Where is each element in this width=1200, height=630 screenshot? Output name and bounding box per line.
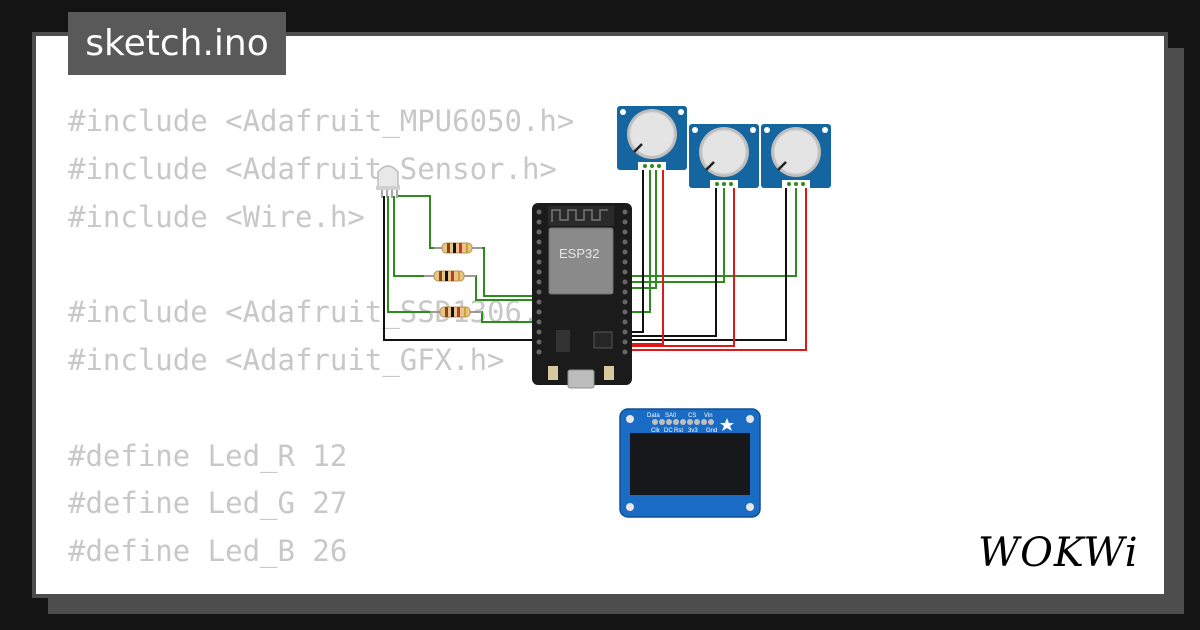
wire-black[interactable]: [630, 186, 717, 337]
wire-green[interactable]: [387, 196, 436, 313]
resistor-icon[interactable]: [424, 270, 476, 282]
wire-green[interactable]: [398, 195, 440, 249]
wokwi-logo-text: WOKWi: [978, 530, 1139, 576]
code-line: #define Led_R 12: [68, 438, 348, 473]
potentiometer-icon[interactable]: [689, 124, 759, 188]
oled-pin-label: CS: [688, 413, 696, 419]
oled-pin-label: Rst: [674, 428, 683, 434]
resistor-icon[interactable]: [434, 242, 482, 254]
wokwi-logo: WOKWi: [978, 530, 1139, 576]
oled-pin-label: SA0: [665, 413, 677, 419]
wire-green[interactable]: [474, 311, 542, 323]
wire-black[interactable]: [383, 196, 540, 341]
potentiometer-icon[interactable]: [761, 124, 831, 188]
oled-pin-label: Data: [647, 413, 660, 419]
wire-black[interactable]: [630, 170, 644, 333]
oled-display-icon[interactable]: Data SA0 CS Vin Clk DC Rst 3v3 Gnd: [619, 408, 761, 518]
resistor-icon[interactable]: [430, 306, 482, 318]
wire-red[interactable]: [630, 186, 735, 347]
star-icon: [720, 418, 734, 431]
esp32-label: ESP32: [559, 246, 599, 261]
oled-pin-label: Clk: [651, 428, 661, 434]
code-line: #define Led_B 26: [68, 534, 348, 569]
file-tab[interactable]: sketch.ino: [68, 12, 286, 75]
code-line: #include <Wire.h>: [68, 199, 365, 234]
oled-pin-label: Gnd: [706, 428, 717, 434]
wire-green[interactable]: [393, 196, 430, 277]
code-line: #include <Adafruit_GFX.h>: [68, 342, 505, 377]
oled-pin-label: DC: [664, 428, 673, 434]
esp32-board-icon[interactable]: ESP32: [532, 203, 632, 389]
code-line: #define Led_G 27: [68, 486, 348, 521]
code-line: #include <Adafruit_MPU6050.h>: [68, 104, 575, 138]
oled-pin-label: Vin: [704, 413, 713, 419]
wire-black[interactable]: [630, 186, 787, 341]
rgb-led-icon[interactable]: [376, 165, 400, 198]
oled-pin-label: 3v3: [688, 428, 698, 434]
potentiometer-icon[interactable]: [617, 106, 687, 170]
